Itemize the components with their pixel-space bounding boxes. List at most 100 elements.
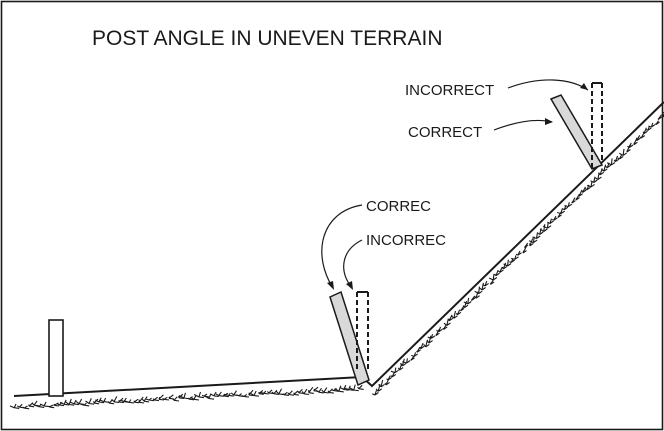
label-incorrect-middle: INCORREC xyxy=(366,232,446,249)
grass-tuft xyxy=(522,246,527,254)
label-correct-upper: CORRECT xyxy=(408,124,482,141)
arrowhead-incorrect-middle xyxy=(346,281,353,290)
grass-tuft xyxy=(372,390,379,396)
grass-tuft xyxy=(357,384,364,390)
grass-tuft xyxy=(532,233,541,240)
grass-tuft xyxy=(601,164,608,172)
grass-tuft xyxy=(618,148,628,156)
grass-tuft xyxy=(633,137,638,146)
grass-tuft xyxy=(215,391,224,397)
arrowhead-incorrect-upper xyxy=(580,83,588,90)
grass-tuft xyxy=(515,250,522,256)
grass-tuft xyxy=(645,125,652,131)
grass-tuft xyxy=(503,259,512,267)
grass-tuft xyxy=(450,310,458,319)
grass-tuft xyxy=(210,391,219,398)
grass-tuft xyxy=(443,318,451,326)
grass-tuft xyxy=(627,142,634,148)
arrowhead-correct-middle xyxy=(327,281,334,290)
grass-tuft xyxy=(636,135,641,142)
flat-ground-post xyxy=(48,319,64,397)
grass-tuft xyxy=(488,273,498,281)
grass-tuft xyxy=(138,396,145,404)
grass-tuft xyxy=(133,398,140,404)
label-correct-middle: CORREC xyxy=(366,198,431,215)
grass-tuft xyxy=(111,396,120,404)
grass-tuft xyxy=(308,386,314,394)
grass-tuft xyxy=(271,389,279,395)
grass-tuft xyxy=(152,396,160,402)
grass-tuft xyxy=(22,405,30,410)
grass-tuft xyxy=(315,387,324,394)
grass-tuft xyxy=(459,306,465,312)
grass-tuft xyxy=(59,399,70,406)
grass-tuft xyxy=(39,401,50,408)
grass-tuft xyxy=(386,375,393,381)
grass-tuft xyxy=(617,154,624,160)
grass-tuft xyxy=(482,280,489,287)
diagram-title: POST ANGLE IN UNEVEN TERRAIN xyxy=(92,27,442,50)
grass-tuft xyxy=(85,398,95,405)
grass-tuft xyxy=(241,393,249,398)
grass-tuft xyxy=(613,155,620,163)
grass-tuft xyxy=(662,111,664,114)
grass-tuft xyxy=(578,189,584,197)
grass-tuft xyxy=(145,397,155,402)
label-incorrect-upper: INCORRECT xyxy=(405,82,494,99)
grass-tuft xyxy=(654,120,660,126)
grass-tuft xyxy=(648,122,656,128)
grass-tuft xyxy=(462,300,469,309)
grass-tuft xyxy=(571,197,576,204)
grass-tuft xyxy=(259,390,269,395)
grass-tuft xyxy=(586,181,595,188)
grass-tuft xyxy=(124,399,135,404)
grass-tuft xyxy=(162,396,170,401)
grass-tuft xyxy=(93,398,100,405)
incorrect-post-middle xyxy=(356,291,369,372)
grass-tuft xyxy=(498,267,504,273)
grass-tuft xyxy=(564,202,573,208)
grass-tuft xyxy=(158,394,165,401)
grass-tuft xyxy=(606,158,616,166)
leader-arrows xyxy=(321,79,589,290)
incorrect-post-upper xyxy=(591,82,603,168)
grass-tuft xyxy=(455,309,462,316)
grass-tuft xyxy=(80,402,90,407)
grass-tuft xyxy=(301,388,309,396)
grass-tuft xyxy=(416,346,421,353)
grass-tuft xyxy=(639,133,646,139)
grass-tuft xyxy=(411,352,419,357)
grass-tuft xyxy=(436,326,443,333)
grass-tuft xyxy=(426,335,433,344)
grass-tuft xyxy=(501,262,508,270)
grass-tuft xyxy=(402,358,411,364)
arrow-correct-middle xyxy=(321,204,363,289)
grass-tuft xyxy=(282,391,289,396)
grass-tuft xyxy=(510,255,519,260)
grass-tuft xyxy=(223,392,234,397)
grass-tuft xyxy=(547,218,554,224)
grass-tuft xyxy=(48,404,55,409)
grass-texture xyxy=(9,111,664,410)
grass-tuft xyxy=(172,396,180,402)
grass-tuft xyxy=(141,396,150,403)
grass-tuft xyxy=(250,390,259,397)
correct-post-upper xyxy=(549,94,604,170)
grass-tuft xyxy=(287,390,294,396)
arrowhead-correct-upper xyxy=(545,118,553,125)
grass-tuft xyxy=(463,297,472,305)
grass-tuft xyxy=(581,186,587,193)
grass-tuft xyxy=(419,342,425,350)
grass-tuft xyxy=(427,333,436,339)
grass-tuft xyxy=(69,399,80,406)
grass-tuft xyxy=(494,270,500,277)
grass-tuft xyxy=(551,215,558,221)
grass-tuft xyxy=(378,379,385,388)
grass-tuft xyxy=(657,114,662,121)
correct-post-middle xyxy=(329,290,370,387)
grass-tuft xyxy=(442,324,448,330)
grass-tuft xyxy=(9,403,20,409)
grass-tuft xyxy=(594,172,602,181)
